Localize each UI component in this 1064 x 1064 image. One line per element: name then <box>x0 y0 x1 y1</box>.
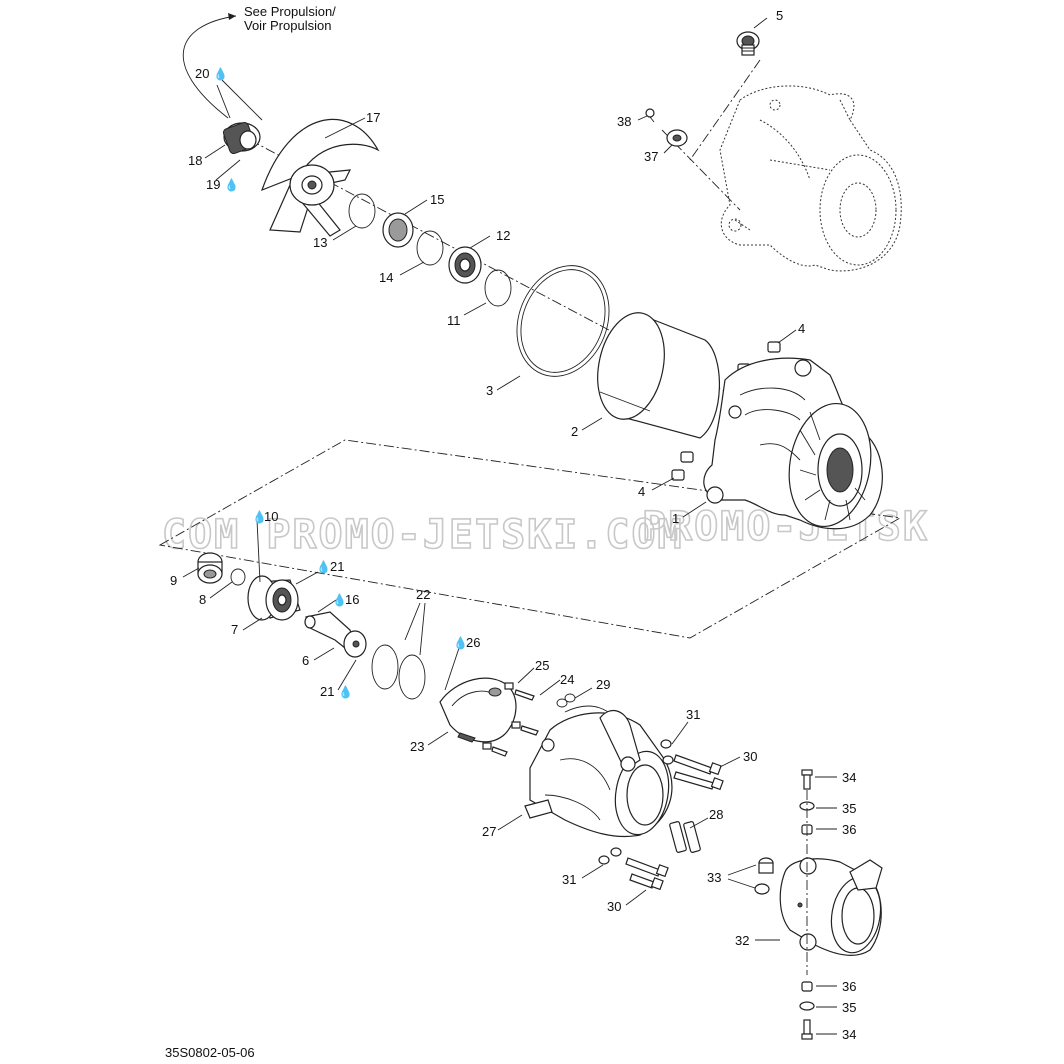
watermark-left: COM PROMO-JETSKI.COM <box>162 512 684 558</box>
part-1-pump-housing <box>703 357 883 530</box>
callout-11: 11 <box>447 313 461 328</box>
propulsion-arrowhead-icon <box>228 13 236 20</box>
callout-1: 1 <box>672 511 679 526</box>
leader-lines <box>182 17 837 1035</box>
oil-drop-icon: 💧 <box>316 560 331 574</box>
callout-6: 6 <box>302 653 309 668</box>
callout-25: 25 <box>535 658 549 673</box>
assembly-boundary-line <box>158 439 902 639</box>
part-22-o-rings <box>371 644 426 700</box>
drawing-code: 35S0802-05-06 <box>165 1045 255 1060</box>
part-30-31-bolts-upper <box>660 739 724 791</box>
oil-drop-icon: 💧 <box>332 593 347 607</box>
callout-34-upper: 34 <box>842 770 856 785</box>
callout-26: 26 <box>466 635 480 650</box>
part-6-shaft <box>304 611 367 658</box>
callout-3: 3 <box>486 383 493 398</box>
callout-9: 9 <box>170 573 177 588</box>
part-29-o-rings <box>556 693 576 708</box>
part-7-bearing <box>247 575 301 621</box>
callout-35-lower: 35 <box>842 1000 856 1015</box>
oil-drop-icon: 💧 <box>453 636 468 650</box>
callout-27: 27 <box>482 824 496 839</box>
callout-31-lower: 31 <box>562 872 576 887</box>
part-28-pins <box>669 821 701 853</box>
part-8-o-ring <box>230 568 246 586</box>
part-32-nozzle <box>779 857 883 957</box>
part-38-screw <box>645 108 655 123</box>
part-34-35-36-hardware-upper <box>799 769 815 835</box>
part-23-cone <box>439 677 517 743</box>
callout-36-lower: 36 <box>842 979 856 994</box>
callout-35-upper: 35 <box>842 801 856 816</box>
part-15-seal <box>382 212 414 248</box>
callout-33: 33 <box>707 870 721 885</box>
part-4-stud-lower <box>671 451 694 481</box>
callout-22: 22 <box>416 587 430 602</box>
callout-30-lower: 30 <box>607 899 621 914</box>
callout-17: 17 <box>366 110 380 125</box>
axis-line-5 <box>689 59 761 161</box>
oil-drop-icon: 💧 <box>252 510 267 524</box>
part-pump-housing-reference <box>719 85 902 272</box>
callout-12: 12 <box>496 228 510 243</box>
part-5-plug <box>736 31 760 56</box>
callout-24: 24 <box>560 672 574 687</box>
part-13-circlip <box>348 193 376 229</box>
part-9-bushing <box>197 552 223 584</box>
part-24-25-screws <box>482 682 539 757</box>
callout-19: 19 <box>206 177 220 192</box>
propulsion-reference-arrow <box>182 15 237 119</box>
callout-4-lower: 4 <box>638 484 645 499</box>
callout-16: 16 <box>345 592 359 607</box>
callout-7: 7 <box>231 622 238 637</box>
part-2-liner <box>597 312 721 439</box>
callout-2: 2 <box>571 424 578 439</box>
callout-10: 10 <box>264 509 278 524</box>
callout-18: 18 <box>188 153 202 168</box>
part-30-31-bolts-lower <box>598 847 669 891</box>
oil-drop-icon: 💧 <box>338 685 353 699</box>
callout-29: 29 <box>596 677 610 692</box>
callout-4-upper: 4 <box>798 321 805 336</box>
callout-34-lower: 34 <box>842 1027 856 1042</box>
part-11-o-ring <box>484 269 512 307</box>
callout-31-upper: 31 <box>686 707 700 722</box>
callout-labels: 20 💧 17 18 19 💧 15 13 12 14 11 5 38 37 4… <box>170 8 856 1042</box>
part-37-nut <box>666 129 688 147</box>
callout-32: 32 <box>735 933 749 948</box>
voir-propulsion-text: Voir Propulsion <box>244 18 331 33</box>
part-12-bearing <box>448 246 482 284</box>
callout-23: 23 <box>410 739 424 754</box>
part-27-venturi <box>524 705 673 838</box>
callout-13: 13 <box>313 235 327 250</box>
part-14-ring <box>416 230 444 266</box>
callout-5: 5 <box>776 8 783 23</box>
callout-28: 28 <box>709 807 723 822</box>
oil-drop-icon: 💧 <box>224 178 239 192</box>
callout-15: 15 <box>430 192 444 207</box>
callout-37: 37 <box>644 149 658 164</box>
oil-drop-icon: 💧 <box>213 67 228 81</box>
callout-20: 20 <box>195 66 209 81</box>
see-propulsion-text: See Propulsion/ <box>244 4 336 19</box>
part-17-impeller <box>260 118 380 237</box>
callout-21-lower: 21 <box>320 684 334 699</box>
part-18-wear-sleeve <box>222 121 261 155</box>
callout-38: 38 <box>617 114 631 129</box>
callout-14: 14 <box>379 270 393 285</box>
part-34-35-36-hardware-lower <box>799 981 815 1040</box>
callout-36-upper: 36 <box>842 822 856 837</box>
part-3-ring <box>516 265 610 377</box>
callout-30-upper: 30 <box>743 749 757 764</box>
callout-8: 8 <box>199 592 206 607</box>
axis-line-main <box>249 139 761 411</box>
part-33-bushings <box>754 857 774 895</box>
callout-21-upper: 21 <box>330 559 344 574</box>
propulsion-reference: See Propulsion/ Voir Propulsion <box>182 4 336 119</box>
